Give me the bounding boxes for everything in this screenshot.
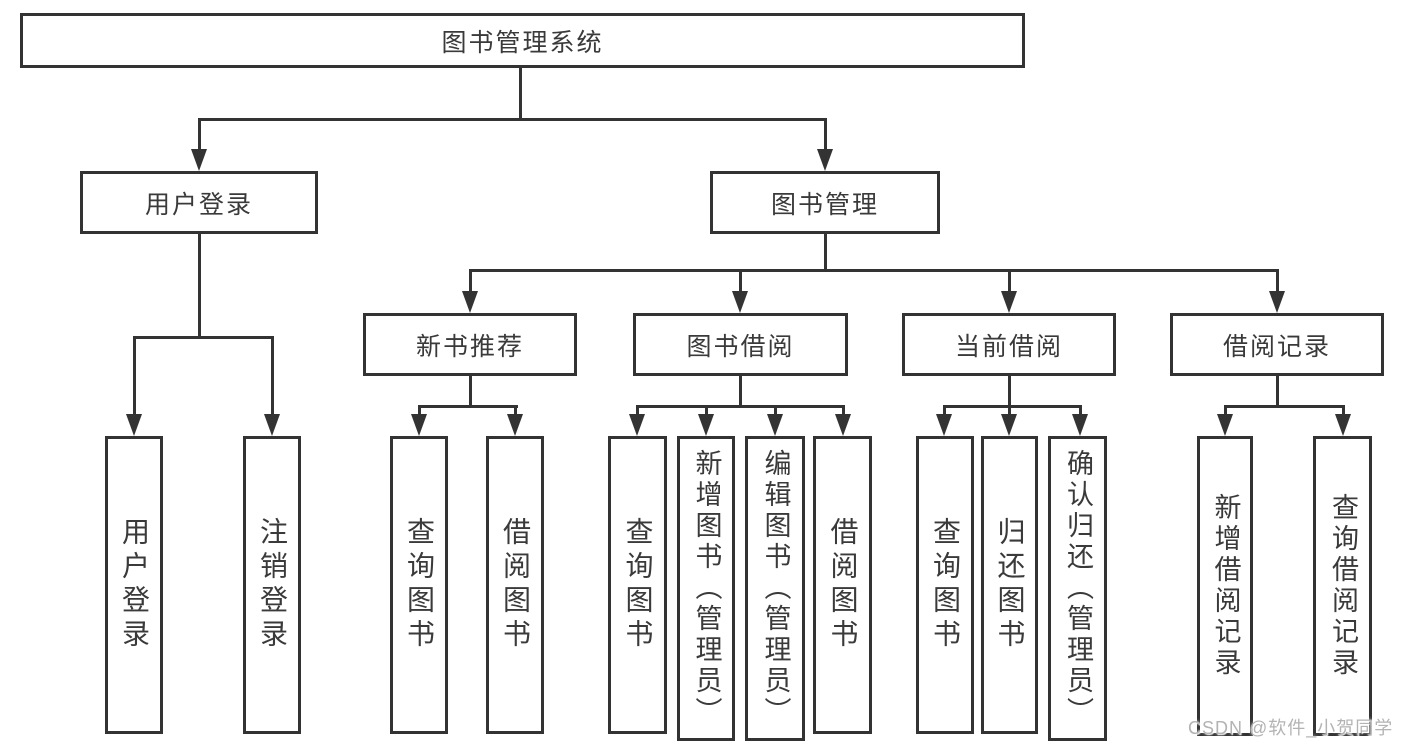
arrow-down-icon xyxy=(732,291,748,313)
connector-line xyxy=(1008,374,1011,408)
leaf-borrow-books: 借阅图书 xyxy=(813,436,872,734)
connector-line xyxy=(133,336,136,417)
leaf-query-books-recommend: 查询图书 xyxy=(390,436,448,734)
node-borrowing-records: 借阅记录 xyxy=(1170,313,1384,376)
node-book-borrowing: 图书借阅 xyxy=(633,313,848,376)
arrow-down-icon xyxy=(1269,291,1285,313)
connector-line xyxy=(1342,405,1345,417)
arrow-down-icon xyxy=(264,414,280,436)
arrow-down-icon xyxy=(1001,291,1017,313)
leaf-label: 查询图书 xyxy=(930,517,961,653)
connector-line xyxy=(514,405,517,417)
arrow-down-icon xyxy=(126,414,142,436)
node-label: 用户登录 xyxy=(144,190,253,219)
leaf-user-login: 用户登录 xyxy=(105,436,163,734)
node-current-borrowing: 当前借阅 xyxy=(902,313,1116,376)
connector-line xyxy=(774,405,777,417)
watermark: CSDN @软件_小贺同学 xyxy=(1188,718,1394,738)
node-label: 新书推荐 xyxy=(415,332,524,361)
connector-line xyxy=(469,374,472,408)
leaf-add-books-admin: 新增图书（管理员） xyxy=(677,436,735,741)
leaf-label: 借阅图书 xyxy=(827,517,859,653)
connector-line xyxy=(418,405,518,408)
node-label: 图书借阅 xyxy=(686,332,795,361)
leaf-label: 用户登录 xyxy=(119,517,150,653)
leaf-label: 查询图书 xyxy=(404,517,435,653)
node-label: 图书管理 xyxy=(770,190,879,219)
arrow-down-icon xyxy=(698,414,714,436)
connector-line xyxy=(943,405,1082,408)
leaf-query-books-current: 查询图书 xyxy=(916,436,974,734)
connector-line xyxy=(1008,269,1011,294)
connector-line xyxy=(739,269,742,294)
leaf-confirm-return-admin: 确认归还（管理员） xyxy=(1048,436,1107,741)
arrow-down-icon xyxy=(1217,414,1233,436)
connector-line xyxy=(824,118,827,152)
arrow-down-icon xyxy=(1001,414,1017,436)
arrow-down-icon xyxy=(817,149,833,171)
connector-line xyxy=(636,405,639,417)
leaf-logout-login: 注销登录 xyxy=(243,436,301,734)
node-label: 借阅记录 xyxy=(1222,332,1331,361)
leaf-label: 新增借阅记录 xyxy=(1210,493,1241,679)
leaf-label: 新增图书（管理员） xyxy=(691,449,722,728)
arrow-down-icon xyxy=(629,414,645,436)
connector-line xyxy=(636,405,845,408)
arrow-down-icon xyxy=(1072,414,1088,436)
leaf-borrow-books-recommend: 借阅图书 xyxy=(486,436,544,734)
arrow-down-icon xyxy=(462,291,478,313)
connector-line xyxy=(842,405,845,417)
connector-line xyxy=(1276,374,1279,408)
leaf-label: 借阅图书 xyxy=(500,517,531,653)
connector-line xyxy=(705,405,708,417)
arrow-down-icon xyxy=(1335,414,1351,436)
leaf-label: 注销登录 xyxy=(257,517,288,653)
connector-line xyxy=(519,66,522,120)
arrow-down-icon xyxy=(936,414,952,436)
leaf-query-books-borrow: 查询图书 xyxy=(608,436,667,734)
connector-line xyxy=(198,118,201,152)
connector-line xyxy=(133,336,274,339)
node-label: 当前借阅 xyxy=(954,332,1063,361)
leaf-label: 编辑图书（管理员） xyxy=(760,449,791,728)
connector-line xyxy=(1276,269,1279,294)
arrow-down-icon xyxy=(835,414,851,436)
connector-line xyxy=(1224,405,1227,417)
connector-line xyxy=(418,405,421,417)
leaf-label: 归还图书 xyxy=(994,517,1026,653)
connector-line xyxy=(271,336,274,417)
node-new-book-recommend: 新书推荐 xyxy=(363,313,577,376)
arrow-down-icon xyxy=(191,149,207,171)
connector-line xyxy=(943,405,946,417)
node-book-management: 图书管理 xyxy=(710,171,940,234)
connector-line xyxy=(739,374,742,408)
leaf-add-borrow-record: 新增借阅记录 xyxy=(1197,436,1253,736)
connector-line xyxy=(1224,405,1344,408)
node-library-system: 图书管理系统 xyxy=(20,13,1025,68)
leaf-label: 查询借阅记录 xyxy=(1328,493,1358,679)
leaf-return-books: 归还图书 xyxy=(981,436,1038,734)
leaf-query-borrow-record: 查询借阅记录 xyxy=(1313,436,1372,736)
connector-line xyxy=(198,232,201,339)
connector-line xyxy=(1008,405,1011,417)
leaf-label: 确认归还（管理员） xyxy=(1063,449,1093,728)
connector-line xyxy=(1079,405,1082,417)
node-user-login: 用户登录 xyxy=(80,171,318,234)
node-label: 图书管理系统 xyxy=(441,28,604,57)
arrow-down-icon xyxy=(767,414,783,436)
arrow-down-icon xyxy=(507,414,523,436)
connector-line xyxy=(469,269,472,294)
leaf-edit-books-admin: 编辑图书（管理员） xyxy=(745,436,805,741)
connector-line xyxy=(198,118,827,121)
connector-line xyxy=(824,232,827,272)
arrow-down-icon xyxy=(411,414,427,436)
connector-line xyxy=(469,269,1279,272)
leaf-label: 查询图书 xyxy=(622,517,654,653)
